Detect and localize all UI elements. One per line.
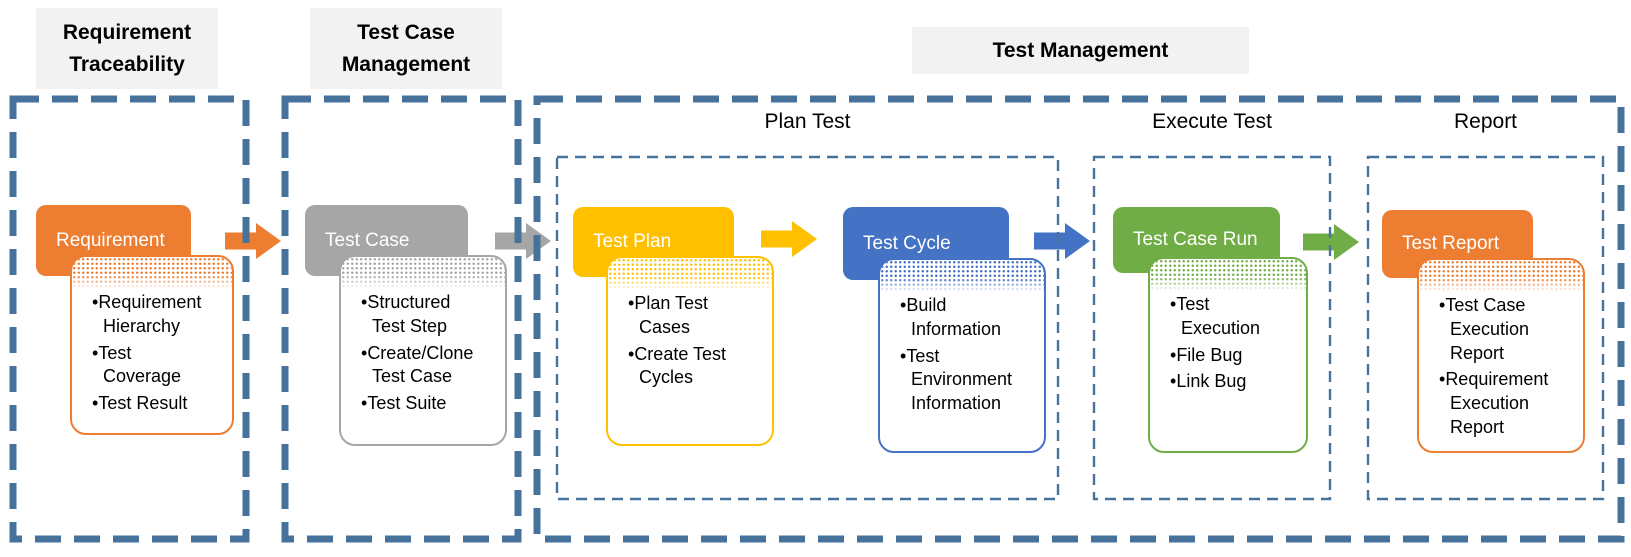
- test-cycle-card-title: Test Cycle: [863, 232, 951, 254]
- bullet-item: File Bug: [1170, 344, 1286, 368]
- arrow-test-case-run-to-test-report-icon: [1303, 224, 1359, 260]
- sublabel-plan-test: Plan Test: [764, 110, 851, 133]
- requirement-card-title: Requirement: [56, 229, 165, 251]
- bullet-item: Test Environment Information: [900, 345, 1024, 416]
- arrow-test-plan-to-test-cycle-icon: [761, 221, 817, 257]
- halftone-pattern: [1150, 259, 1306, 291]
- arrow-test-case-to-test-plan-icon: [495, 223, 551, 259]
- halftone-pattern: [608, 258, 772, 290]
- sublabel-execute-test: Execute Test: [1152, 110, 1272, 133]
- test-plan-card-title: Test Plan: [593, 231, 672, 252]
- test-case-card-body: Structured Test Step Create/Clone Test C…: [339, 255, 507, 446]
- bullet-item: Test Case Execution Report: [1439, 294, 1563, 365]
- bullet-item: Requirement Hierarchy: [92, 291, 212, 339]
- halftone-pattern: [1419, 260, 1583, 292]
- arrow-test-cycle-to-test-case-run-icon: [1034, 223, 1090, 259]
- bullet-item: Plan Test Cases: [628, 292, 752, 340]
- header-test-case-management: Test Case Management: [310, 8, 502, 89]
- bullet-item: Test Execution: [1170, 293, 1286, 341]
- halftone-pattern: [880, 260, 1044, 292]
- halftone-pattern: [72, 257, 232, 289]
- bullet-item: Test Coverage: [92, 342, 212, 390]
- sublabel-report: Report: [1453, 110, 1518, 133]
- test-case-bullet-list: Structured Test Step Create/Clone Test C…: [341, 291, 505, 416]
- header-requirement-traceability: Requirement Traceability: [36, 8, 218, 89]
- bullet-item: Build Information: [900, 294, 1024, 342]
- test-report-card-body: Test Case Execution Report Requirement E…: [1417, 258, 1585, 453]
- bullet-item: Create Test Cycles: [628, 343, 752, 391]
- test-report-bullet-list: Test Case Execution Report Requirement E…: [1419, 294, 1583, 440]
- bullet-item: Test Suite: [361, 392, 485, 416]
- test-cycle-bullet-list: Build Information Test Environment Infor…: [880, 294, 1044, 416]
- arrow-requirement-to-test-case-icon: [225, 223, 281, 259]
- test-report-card-title: Test Report: [1402, 233, 1500, 254]
- bullet-item: Structured Test Step: [361, 291, 485, 339]
- test-case-card-title: Test Case: [325, 229, 410, 251]
- halftone-pattern: [341, 257, 505, 289]
- requirement-bullet-list: Requirement Hierarchy Test Coverage Test…: [72, 291, 232, 416]
- header-test-management: Test Management: [912, 27, 1249, 74]
- test-case-run-card-title: Test Case Run: [1133, 229, 1258, 250]
- bullet-item: Link Bug: [1170, 370, 1286, 394]
- bullet-item: Requirement Execution Report: [1439, 368, 1563, 439]
- test-plan-bullet-list: Plan Test Cases Create Test Cycles: [608, 292, 772, 390]
- test-cycle-card-body: Build Information Test Environment Infor…: [878, 258, 1046, 453]
- test-plan-card-body: Plan Test Cases Create Test Cycles: [606, 256, 774, 446]
- bullet-item: Create/Clone Test Case: [361, 342, 485, 390]
- bullet-item: Test Result: [92, 392, 212, 416]
- test-case-run-card-body: Test Execution File Bug Link Bug: [1148, 257, 1308, 453]
- requirement-card-body: Requirement Hierarchy Test Coverage Test…: [70, 255, 234, 435]
- test-case-run-bullet-list: Test Execution File Bug Link Bug: [1150, 293, 1306, 394]
